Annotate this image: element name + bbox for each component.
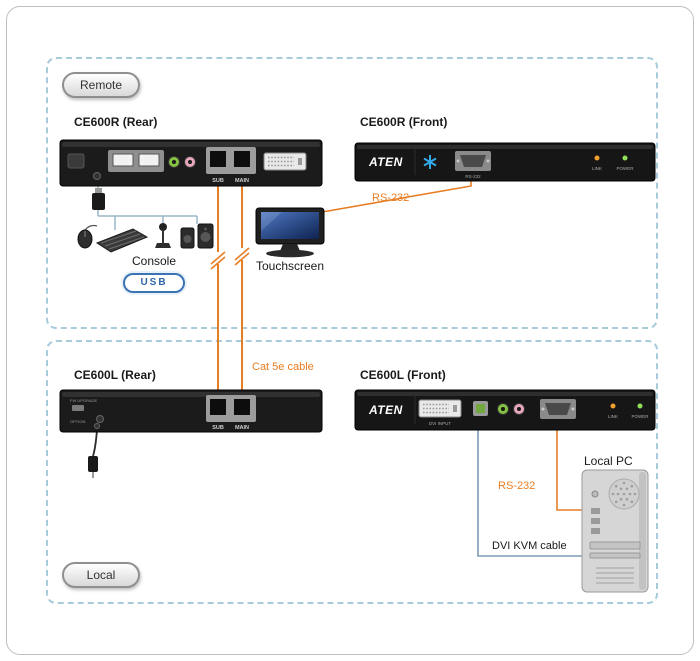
drive-bay xyxy=(589,541,641,550)
dvi-kvm-cable-label: DVI KVM cable xyxy=(492,540,567,552)
vent-lines xyxy=(596,567,634,584)
console-cables xyxy=(97,184,198,230)
microphone-icon xyxy=(155,223,171,248)
local-badge: Local xyxy=(62,562,140,588)
usb-plug-icon xyxy=(92,188,105,210)
ce600l-front-title: CE600L (Front) xyxy=(360,368,446,382)
local-section-box xyxy=(46,340,658,604)
sub-port-label: SUB xyxy=(212,425,224,431)
local-pc-label: Local PC xyxy=(584,454,633,468)
rs232-local-label: RS-232 xyxy=(498,480,536,492)
db9-serial-port xyxy=(455,151,491,171)
speakers-icon xyxy=(180,223,214,249)
pc-tower xyxy=(581,469,649,593)
main-port-label: MAIN xyxy=(235,425,249,431)
db9-serial-port xyxy=(540,399,576,419)
console-label: Console xyxy=(131,254,177,268)
power-cable xyxy=(88,429,98,478)
dvi-kvm-cable xyxy=(477,424,583,557)
ce600r-rear-title: CE600R (Rear) xyxy=(74,115,158,129)
dc-power-port xyxy=(67,153,85,169)
rs232-remote-label: RS-232 xyxy=(372,192,410,204)
rs232-port-label: RS-232 xyxy=(465,174,481,179)
usb-badge-label: USB xyxy=(140,277,168,288)
link-led-label: LINK xyxy=(608,414,618,419)
rs232-cable-local xyxy=(556,424,583,511)
rj45-ports xyxy=(206,395,256,422)
local-badge-label: Local xyxy=(86,568,116,582)
led-indicators xyxy=(610,403,643,409)
cat5e-cable-label: Cat 5e cable xyxy=(252,361,314,373)
usb-b-port xyxy=(473,401,488,416)
usb-badge: USB xyxy=(123,273,185,293)
remote-badge-label: Remote xyxy=(79,78,123,92)
cat5e-cable-left xyxy=(210,176,226,400)
front-ports xyxy=(591,508,600,534)
firmware-icon xyxy=(423,155,437,169)
ce600l-rear-device: FW UPGRADE OPTION SUB MAIN xyxy=(59,389,323,433)
option-jack xyxy=(96,415,104,423)
dc-jack xyxy=(94,423,100,429)
led-indicators xyxy=(594,155,628,161)
ce600l-front-device: ATEN DVI INPUT xyxy=(354,389,656,431)
dvi-port-label: DVI INPUT xyxy=(429,421,452,426)
fw-switch xyxy=(72,405,84,411)
power-led-label: POWER xyxy=(631,414,649,419)
ce600r-front-device: ATEN RS-232 LINK POWER xyxy=(354,142,656,182)
option-label: OPTION xyxy=(70,419,85,424)
rj45-ports xyxy=(206,147,256,174)
audio-jacks xyxy=(168,156,196,168)
remote-badge: Remote xyxy=(62,72,140,98)
page-border xyxy=(6,6,694,655)
aten-logo: ATEN xyxy=(368,403,403,417)
console-cable-jack xyxy=(93,172,101,180)
ce600r-rear-device: SUB MAIN xyxy=(59,139,323,187)
dvi-port xyxy=(263,152,307,171)
ce600l-rear-title: CE600L (Rear) xyxy=(74,368,156,382)
ce600r-front-title: CE600R (Front) xyxy=(360,115,448,129)
aten-logo: ATEN xyxy=(368,155,403,169)
audio-jacks xyxy=(497,403,525,415)
drive-bay xyxy=(589,552,641,559)
usb-ports xyxy=(108,150,164,172)
remote-section-box xyxy=(46,57,658,329)
cat5e-cable-right xyxy=(234,176,250,400)
touchscreen-label: Touchscreen xyxy=(255,259,325,273)
sub-port-label: SUB xyxy=(212,178,224,184)
main-port-label: MAIN xyxy=(235,178,249,184)
fw-upgrade-label: FW UPGRADE xyxy=(70,398,97,403)
dvi-port xyxy=(418,399,462,418)
power-button xyxy=(591,490,599,498)
power-led-label: POWER xyxy=(616,166,634,171)
link-led-label: LINK xyxy=(592,166,602,171)
keyboard-icon xyxy=(95,228,149,253)
mouse-icon xyxy=(77,224,98,249)
touchscreen-monitor xyxy=(255,207,325,258)
